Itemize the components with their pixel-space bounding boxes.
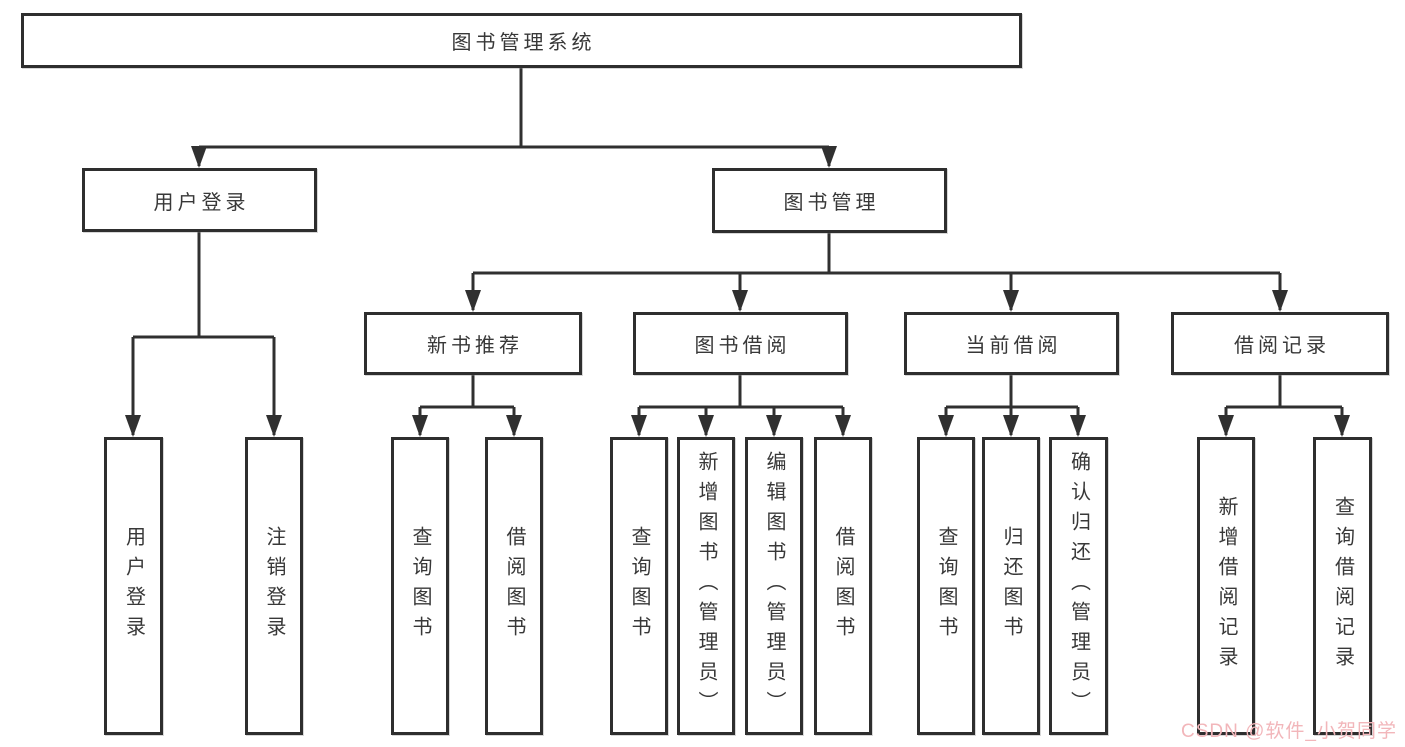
node-book-management: 图书管理 xyxy=(712,168,947,233)
leaf-return-books: 归还图书 xyxy=(982,437,1040,735)
leaf-current-query-books: 查询图书 xyxy=(917,437,975,735)
node-new-book-recommend-label: 新书推荐 xyxy=(427,335,523,357)
node-book-borrow-label: 图书借阅 xyxy=(694,335,791,357)
leaf-user-login-label: 用户登录 xyxy=(122,526,145,646)
leaf-user-login: 用户登录 xyxy=(104,437,163,735)
leaf-recommend-query-books: 查询图书 xyxy=(391,437,449,735)
leaf-current-query-books-label: 查询图书 xyxy=(935,526,957,646)
node-current-borrow-label: 当前借阅 xyxy=(965,335,1062,357)
leaf-recommend-borrow-books-label: 借阅图书 xyxy=(503,526,525,646)
leaf-logout: 注销登录 xyxy=(245,437,303,735)
leaf-recommend-borrow-books: 借阅图书 xyxy=(485,437,543,735)
node-current-borrow: 当前借阅 xyxy=(904,312,1119,375)
node-new-book-recommend: 新书推荐 xyxy=(364,312,582,375)
leaf-edit-books-admin-label: 编辑图书（管理员） xyxy=(763,451,785,721)
leaf-add-borrow-record: 新增借阅记录 xyxy=(1197,437,1255,735)
leaf-edit-books-admin: 编辑图书（管理员） xyxy=(745,437,803,735)
csdn-watermark: CSDN @软件_小贺同学 xyxy=(1181,721,1397,742)
node-book-management-label: 图书管理 xyxy=(783,192,880,214)
leaf-borrow-query-books-label: 查询图书 xyxy=(628,526,650,646)
leaf-borrow-books-label: 借阅图书 xyxy=(832,526,854,646)
leaf-confirm-return-admin-label: 确认归还（管理员） xyxy=(1067,451,1090,721)
leaf-recommend-query-books-label: 查询图书 xyxy=(409,526,431,646)
node-root-label: 图书管理系统 xyxy=(451,32,596,54)
node-borrow-records: 借阅记录 xyxy=(1171,312,1389,375)
node-user-login-label: 用户登录 xyxy=(153,191,250,214)
node-user-login: 用户登录 xyxy=(82,168,317,232)
leaf-add-books-admin-label: 新增图书（管理员） xyxy=(695,451,717,721)
leaf-return-books-label: 归还图书 xyxy=(1000,526,1022,646)
leaf-add-books-admin: 新增图书（管理员） xyxy=(677,437,735,735)
node-borrow-records-label: 借阅记录 xyxy=(1234,335,1330,357)
leaf-borrow-query-books: 查询图书 xyxy=(610,437,668,735)
node-root: 图书管理系统 xyxy=(21,13,1022,68)
leaf-query-borrow-record: 查询借阅记录 xyxy=(1313,437,1372,735)
leaf-add-borrow-record-label: 新增借阅记录 xyxy=(1215,496,1237,676)
leaf-confirm-return-admin: 确认归还（管理员） xyxy=(1049,437,1108,735)
node-book-borrow: 图书借阅 xyxy=(633,312,848,375)
leaf-borrow-books: 借阅图书 xyxy=(814,437,872,735)
leaf-logout-label: 注销登录 xyxy=(263,526,285,646)
leaf-query-borrow-record-label: 查询借阅记录 xyxy=(1331,496,1354,676)
